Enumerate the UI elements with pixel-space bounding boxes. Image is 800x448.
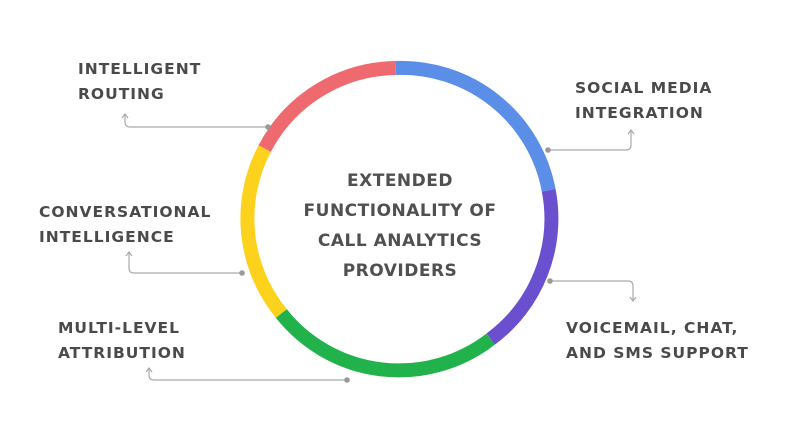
feature-label-line2: ROUTING bbox=[78, 85, 165, 103]
feature-intelligent-routing: INTELLIGENT ROUTING bbox=[78, 57, 201, 107]
connector-social-media bbox=[548, 131, 632, 151]
feature-label-line1: INTELLIGENT bbox=[78, 60, 202, 78]
connector-dot-attribution bbox=[344, 377, 350, 383]
connector-attribution bbox=[148, 369, 347, 381]
feature-label-line1: MULTI-LEVEL bbox=[58, 319, 181, 337]
center-title-line4: PROVIDERS bbox=[342, 261, 458, 281]
feature-label-line1: VOICEMAIL, CHAT, bbox=[566, 319, 739, 337]
arrow-social-media bbox=[627, 129, 635, 135]
ring-segment-social-media bbox=[395, 61, 556, 192]
feature-voicemail-chat-sms: VOICEMAIL, CHAT, AND SMS SUPPORT bbox=[566, 316, 749, 366]
center-title: EXTENDED FUNCTIONALITY OF CALL ANALYTICS… bbox=[300, 166, 500, 286]
arrow-attribution bbox=[145, 367, 153, 373]
connector-dot-voicemail bbox=[547, 278, 553, 284]
ring-segment-attribution bbox=[275, 309, 495, 378]
connector-dot-social-media bbox=[545, 147, 551, 153]
ring-segment-routing bbox=[258, 61, 396, 152]
feature-label-line2: INTEGRATION bbox=[575, 104, 704, 122]
ring-segment-voicemail bbox=[486, 189, 559, 345]
connector-dot-routing bbox=[265, 124, 271, 130]
center-title-line1: EXTENDED bbox=[347, 171, 453, 191]
connector-voicemail bbox=[550, 280, 634, 300]
connector-dot-conversational bbox=[239, 270, 245, 276]
arrow-voicemail bbox=[629, 296, 637, 302]
feature-label-line2: AND SMS SUPPORT bbox=[566, 344, 749, 362]
feature-label-line2: INTELLIGENCE bbox=[39, 228, 175, 246]
feature-label-line2: ATTRIBUTION bbox=[58, 344, 186, 362]
feature-conversational-intelligence: CONVERSATIONAL INTELLIGENCE bbox=[39, 200, 211, 250]
ring-segment-conversational bbox=[240, 145, 287, 318]
feature-label-line1: SOCIAL MEDIA bbox=[575, 79, 713, 97]
arrow-routing bbox=[121, 113, 129, 119]
feature-multi-level-attribution: MULTI-LEVEL ATTRIBUTION bbox=[58, 316, 186, 366]
feature-social-media-integration: SOCIAL MEDIA INTEGRATION bbox=[575, 76, 712, 126]
arrow-conversational bbox=[125, 251, 133, 257]
feature-label-line1: CONVERSATIONAL bbox=[39, 203, 212, 221]
center-title-line3: CALL ANALYTICS bbox=[317, 231, 483, 251]
center-title-line2: FUNCTIONALITY OF bbox=[303, 201, 497, 221]
connector-conversational bbox=[128, 253, 242, 274]
connector-routing bbox=[124, 115, 268, 128]
